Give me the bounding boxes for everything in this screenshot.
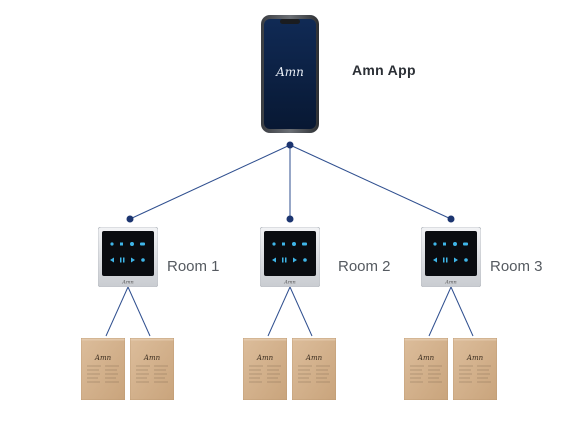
phone-screen-logo: Amn (275, 65, 304, 79)
link-app-room3 (289, 144, 452, 220)
control-panel-icon-room3 (421, 227, 481, 287)
room1-node (126, 215, 134, 223)
room-label-1: Room 1 (167, 258, 220, 275)
app-label: Amn App (352, 62, 416, 78)
link-panel1-speaker-b (127, 286, 151, 337)
control-panel-icon-room2 (260, 227, 320, 287)
room2-node (286, 215, 294, 223)
speaker-icon-room2-a (243, 338, 287, 400)
room-label-2: Room 2 (338, 258, 391, 275)
phone-icon: Amn (261, 15, 319, 133)
speaker-icon-room3-b (453, 338, 497, 400)
link-panel1-speaker-a (105, 286, 129, 337)
link-panel2-speaker-a (267, 286, 291, 337)
room3-node (447, 215, 455, 223)
speaker-icon-room2-b (292, 338, 336, 400)
link-panel3-speaker-b (450, 286, 474, 337)
hub-node (286, 141, 294, 149)
speaker-icon-room1-b (130, 338, 174, 400)
speaker-icon-room3-a (404, 338, 448, 400)
link-panel3-speaker-a (428, 286, 452, 337)
room-label-3: Room 3 (490, 258, 543, 275)
control-panel-icon-room1 (98, 227, 158, 287)
speaker-icon-room1-a (81, 338, 125, 400)
link-app-room1 (129, 144, 291, 220)
link-panel2-speaker-b (289, 286, 313, 337)
